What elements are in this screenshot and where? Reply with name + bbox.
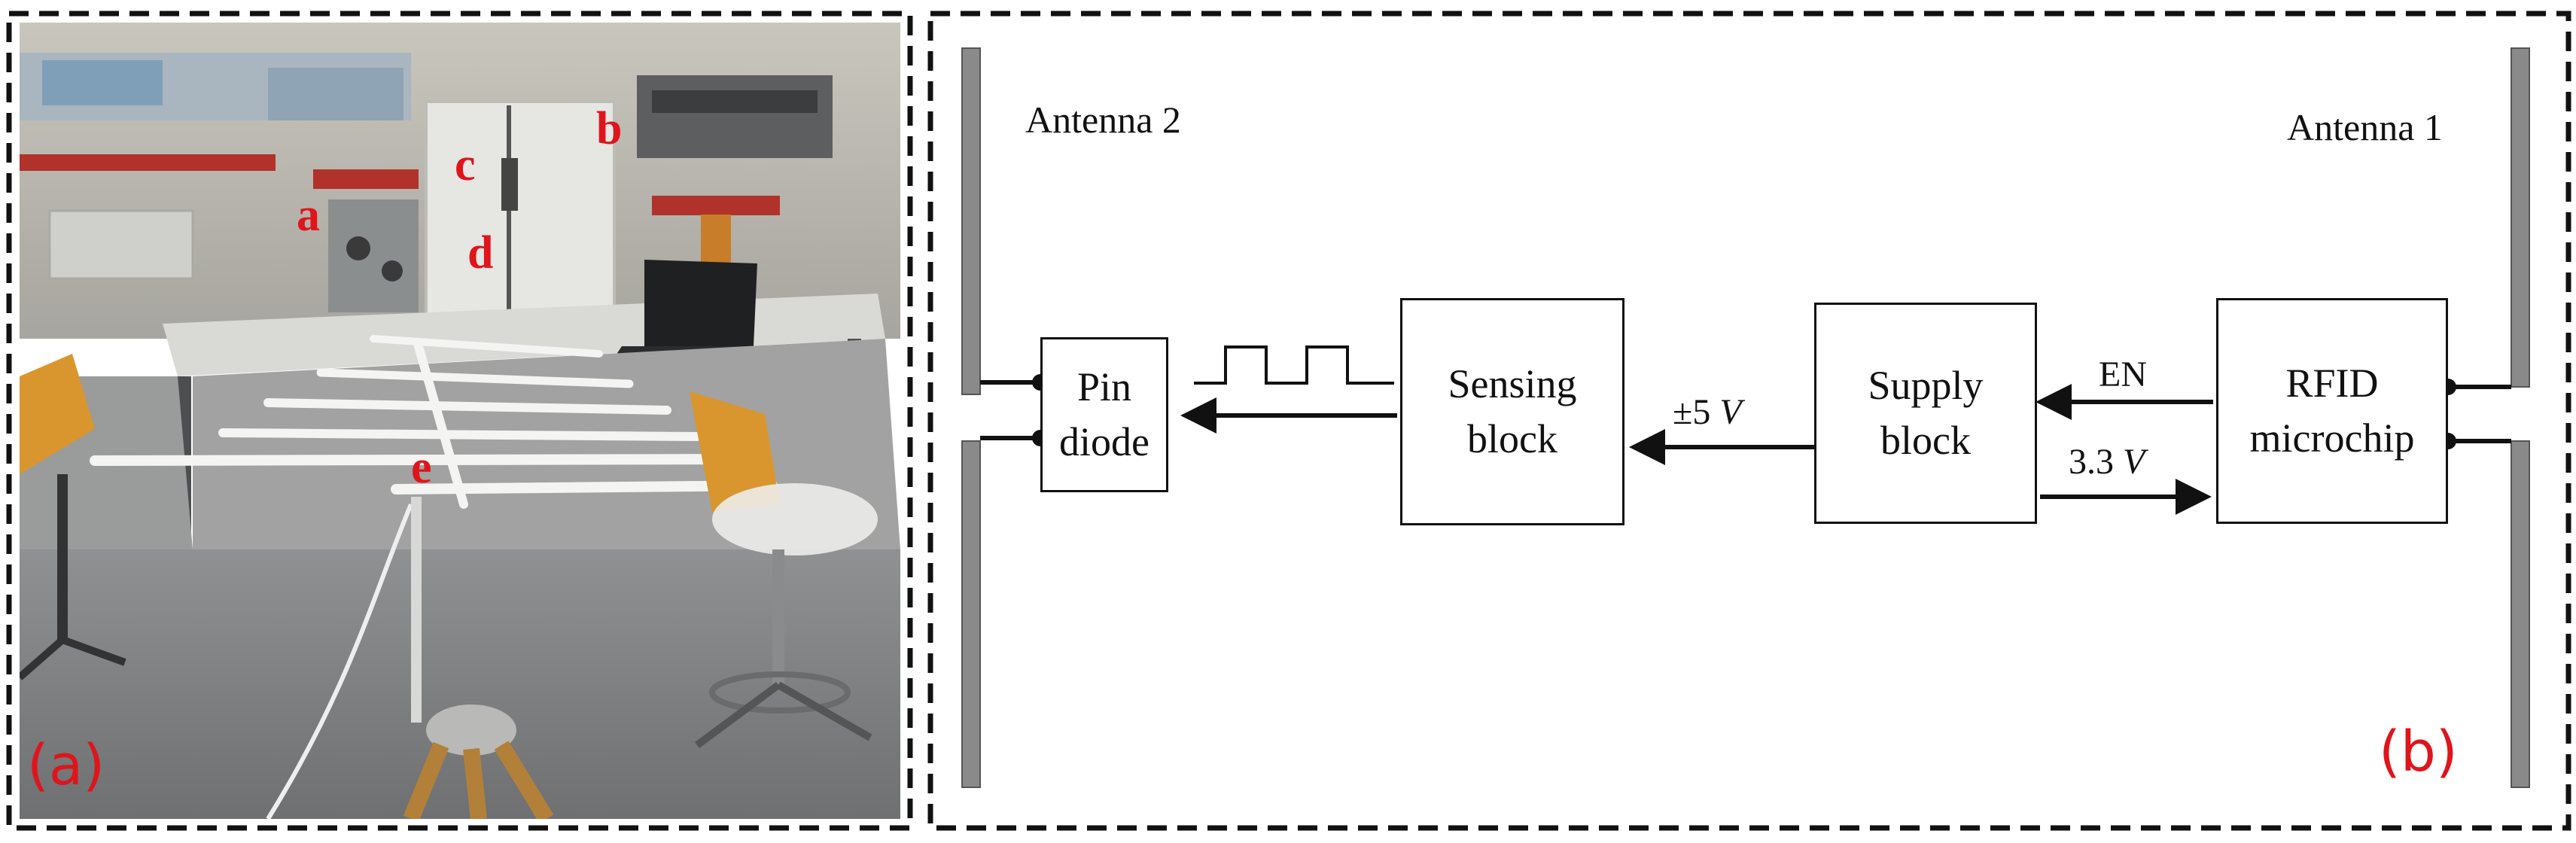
antenna-1-label: Antenna 1 [2287,106,2443,148]
measurement-board [425,100,616,329]
pin-diode-block: Pin diode [1040,337,1168,492]
antenna-2-lower-arm [961,440,981,788]
panel-b-block-diagram: Pin diode Sensing block Supply block RFI… [927,11,2571,831]
supply-3v3-label: 3.3 V [2069,441,2145,482]
antenna-mast [411,497,422,723]
supply-block-label: Supply block [1868,363,1984,463]
marker-a: a [297,190,320,241]
rfid-microchip-label: RFID microchip [2249,361,2415,461]
rfid-microchip-block: RFID microchip [2216,298,2448,524]
sensing-block: Sensing block [1400,298,1624,525]
pin-diode-label: Pin diode [1059,364,1149,464]
panel-label-a: (a) [27,733,105,798]
panel-label-b: (b) [2379,720,2458,784]
antenna-1-lower-arm [2511,440,2530,788]
panel-a-photo: a b c d e (a) [6,11,913,831]
supply-3v3-unit: V [2123,442,2145,482]
plastic-bag [712,483,878,555]
square-wave-symbol [1194,345,1394,385]
plus-minus-5v-unit: V [1719,392,1742,432]
marker-e: e [411,442,432,493]
instrument-rack [637,75,833,158]
lab-setup-photo: a b c d e (a) [20,23,900,819]
lab-scene [20,23,900,819]
marker-d: d [467,227,494,278]
antenna-2-label: Antenna 2 [1025,99,1181,141]
enable-signal-label: EN [2099,355,2147,394]
supply-3v3-value: 3.3 [2069,442,2123,482]
plus-minus-5v-label: ±5 V [1673,391,1742,433]
instrument-a [328,199,419,312]
floor [20,549,900,819]
plus-minus-5v-value: ±5 [1673,392,1720,432]
supply-block: Supply block [1814,303,2037,524]
antenna-cable [266,503,413,819]
laptop-screen [644,260,757,346]
diagram-wiring [961,47,2530,788]
log-periodic-antenna [90,335,778,509]
sensing-block-label: Sensing block [1448,361,1577,461]
storage-box [48,209,194,280]
marker-b: b [596,103,623,154]
antenna-1-upper-arm [2511,47,2530,388]
antenna-2-upper-arm [961,47,981,395]
orange-chair-left [20,354,95,474]
marker-c: c [455,139,476,190]
red-coil-left [20,154,276,171]
tripod-head [426,705,516,756]
orange-chair-right [690,391,780,512]
